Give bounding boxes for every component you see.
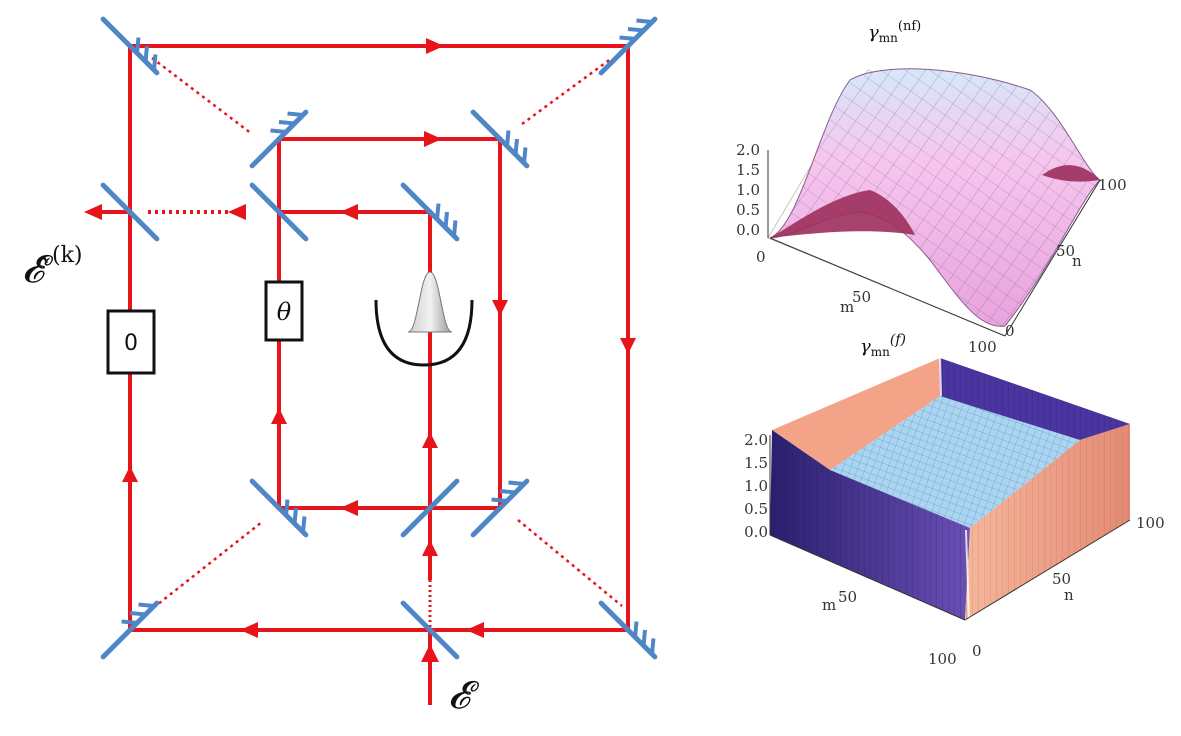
plot-f-wall-back-right-lines: [940, 358, 1130, 440]
plot-nf-n-label: n: [1072, 252, 1082, 270]
gaussian-packet-icon: [407, 271, 453, 333]
plot-f-spike-center: [965, 529, 970, 621]
arrow-dash-link: [228, 204, 246, 220]
plot-nf-underside-right: [1042, 165, 1100, 182]
beam-splitter-icon: [100, 600, 160, 660]
beam-splitter-icon: [249, 478, 309, 538]
beam-splitter-icon: [400, 478, 460, 538]
arrow-middle-top: [424, 131, 442, 147]
arrow-outer-top: [426, 38, 444, 54]
beam-paths: [92, 44, 630, 705]
beam-splitter-icon: [470, 109, 530, 169]
plot-nf-surface-grid: [770, 68, 1100, 327]
plot-f-wall-front-left-lines: [770, 430, 970, 620]
plot-f-z-tick: 0.0: [744, 523, 768, 541]
dash-br: [517, 519, 623, 607]
plot-f-n-tick-100: 100: [1136, 514, 1165, 532]
beam-splitter-icon: [400, 600, 460, 660]
dashed-beams: [147, 56, 623, 613]
plot-nf-n-tick-0: 0: [1005, 322, 1015, 340]
plot-nf-m-tick-0: 0: [756, 248, 766, 266]
plot-f-m-tick-50: 50: [838, 588, 857, 606]
plot-nf-z-ticks: 2.0 1.5 1.0 0.5 0.0: [736, 141, 760, 239]
beam-arrows: [84, 38, 636, 662]
arrow-middle-left: [271, 408, 287, 424]
arrow-middle-bottom: [340, 500, 358, 516]
plot-f-z-tick: 2.0: [744, 431, 768, 449]
dash-tr: [521, 56, 613, 126]
mirror-group: [100, 16, 658, 660]
plot-nf-z-tick: 1.0: [736, 181, 760, 199]
beam-splitter-icon: [249, 109, 309, 169]
plot-nf-title: γmn(nf): [868, 19, 921, 45]
dash-tl: [151, 57, 253, 135]
arrow-outer-bottom-l: [240, 622, 258, 638]
plot-nf-z-tick: 2.0: [736, 141, 760, 159]
plot-f-z-tick: 1.0: [744, 477, 768, 495]
plot-f-n-tick-0: 0: [972, 642, 982, 660]
plot-f: γmn(f) 2.0 1.5 1.0 0.5 0.0 50 100 m 0 50 100…: [744, 332, 1165, 668]
plot-nf-z-tick: 0.0: [736, 221, 760, 239]
plot-f-z-tick: 1.5: [744, 454, 768, 472]
arrow-inner-top: [340, 204, 358, 220]
plot-f-spike-back: [939, 357, 942, 397]
arrow-input: [421, 644, 439, 662]
plot-nf-n-axis: [1004, 179, 1101, 337]
plot-f-n-label: n: [1064, 586, 1074, 604]
plot-f-z-tick: 0.5: [744, 500, 768, 518]
arrow-outer-left: [122, 466, 138, 482]
beam-splitter-icon: [598, 600, 658, 660]
arrow-output: [84, 204, 102, 220]
plot-f-n-axis: [964, 519, 1131, 621]
phase-middle-label: θ: [277, 298, 292, 326]
input-field-label: 𝓔: [448, 673, 480, 717]
plot-nf-m-tick-100: 100: [968, 338, 997, 356]
arrow-inner-vertical: [422, 432, 438, 448]
plot-f-wall-back-left: [772, 358, 940, 470]
arrow-outer-bottom-r: [466, 622, 484, 638]
plot-nf-z-tick: 1.5: [736, 161, 760, 179]
phase-outer-label: 0: [124, 331, 138, 356]
plot-nf-m-label: m: [840, 298, 854, 316]
plot-f-floor-grid: [830, 396, 1080, 528]
phase-box-outer: 0: [106, 309, 156, 375]
plot-f-wall-front-right-lines: [965, 424, 1130, 620]
output-label-sup: (k): [52, 243, 83, 268]
plot-f-m-label: m: [822, 596, 836, 614]
plot-nf-m-axis: [769, 237, 1006, 337]
beam-splitter-icon: [598, 16, 658, 76]
beam-splitter-icon: [100, 182, 160, 242]
arrow-middle-right: [492, 300, 508, 316]
plot-nf-m-tick-50: 50: [852, 288, 871, 306]
arrow-outer-right: [620, 338, 636, 354]
beam-splitter-icon: [249, 182, 309, 242]
plot-f-n-tick-50: 50: [1052, 570, 1071, 588]
beam-splitter-icon: [100, 16, 160, 76]
plot-f-z-ticks: 2.0 1.5 1.0 0.5 0.0: [744, 431, 768, 541]
outer-beam-loop: [128, 44, 630, 632]
beam-splitter-icon: [470, 478, 530, 538]
plot-nf-n-tick-100: 100: [1098, 176, 1127, 194]
inner-beam-loop: [279, 210, 432, 508]
plot-nf-z-tick: 0.5: [736, 201, 760, 219]
harmonic-trap-icon: [374, 299, 474, 367]
arrow-inner-lower: [422, 540, 438, 556]
plot-f-title: γmn(f): [860, 332, 906, 359]
dash-bl: [147, 521, 263, 613]
plot-nf-n-tick-50: 50: [1056, 242, 1075, 260]
plot-nf: γmn(nf) 2.01.51.00.50.0 0 50 100 m 0 50 …: [736, 19, 1127, 356]
middle-beam-loop: [277, 137, 502, 510]
plot-f-m-axis: [769, 534, 966, 621]
plot-f-m-tick-100: 100: [928, 650, 957, 668]
output-field-label: 𝓔̂ (k): [22, 243, 83, 291]
beam-splitter-icon: [400, 182, 460, 242]
output-label-main: 𝓔̂: [22, 247, 54, 291]
plot-nf-underside-left: [770, 190, 915, 238]
phase-box-middle: θ: [264, 280, 304, 342]
